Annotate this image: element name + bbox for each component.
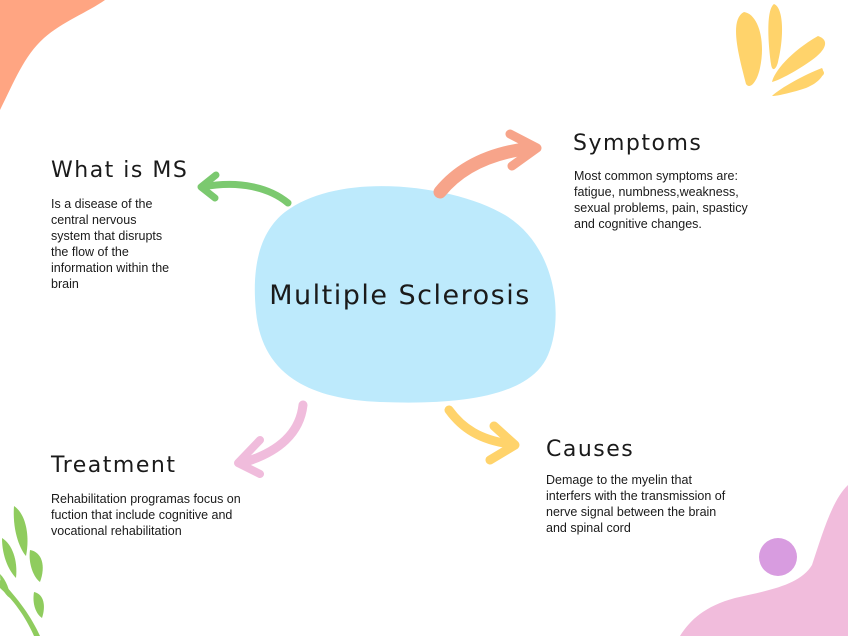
causes-line: nerve signal between the brain [546,505,717,519]
what-is-ms-line: central nervous [51,213,137,227]
symptoms-line: sexual problems, pain, spasticy [574,201,748,215]
what-is-ms-line: Is a disease of the [51,197,153,211]
splash-decoration [736,4,826,96]
treatment-text: Rehabilitation programas focus on fuctio… [51,491,241,539]
what-is-ms-text: Is a disease of the central nervous syst… [51,196,169,292]
what-is-ms-heading: What is MS [51,158,189,183]
symptoms-line: Most common symptoms are: [574,169,738,183]
causes-line: interfers with the transmission of [546,489,726,503]
causes-line: and spinal cord [546,521,631,535]
symptoms-line: and cognitive changes. [574,217,702,231]
causes-heading: Causes [546,437,635,462]
what-is-ms-line: system that disrupts [51,229,163,243]
corner-blob-bottom-right [680,485,848,636]
corner-blob-top-left [0,0,105,110]
treatment-line: vocational rehabilitation [51,524,182,538]
treatment-line: fuction that include cognitive and [51,508,233,522]
center-title: Multiple Sclerosis [269,280,531,311]
causes-text: Demage to the myelin that interfers with… [546,472,725,536]
what-is-ms-line: information within the [51,261,170,275]
arrow-what-is-ms [197,171,292,207]
dot-decoration [759,538,797,576]
what-is-ms-line: brain [51,277,79,291]
arrow-symptoms [433,129,542,199]
symptoms-heading: Symptoms [573,131,703,156]
what-is-ms-line: the flow of the [51,245,129,259]
center-blob [254,186,556,403]
arrow-causes [444,405,520,465]
arrow-treatment [234,400,308,478]
causes-line: Demage to the myelin that [546,473,692,487]
treatment-line: Rehabilitation programas focus on [51,492,241,506]
symptoms-line: fatigue, numbness,weakness, [574,185,739,199]
leaves-decoration [0,506,44,636]
symptoms-text: Most common symptoms are: fatigue, numbn… [574,168,748,232]
treatment-heading: Treatment [51,453,177,478]
